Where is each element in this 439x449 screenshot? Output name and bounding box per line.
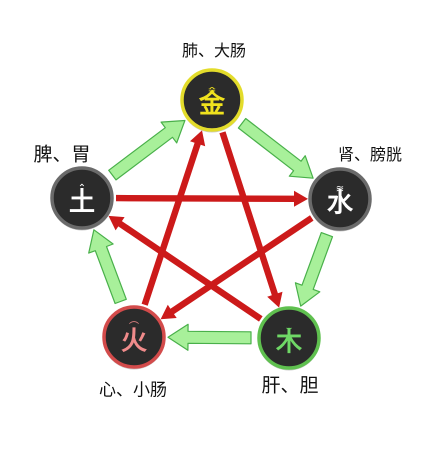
controlling-cycle	[108, 130, 314, 322]
organ-label-metal: 肺、大肠	[181, 41, 247, 60]
node-circle-earth	[50, 166, 114, 230]
generating-arrow-fire-earth	[88, 229, 127, 305]
node-circle-fire	[102, 305, 166, 369]
controlling-arrow-water-fire	[160, 215, 314, 320]
node-mark-earth: ⌃	[78, 183, 86, 194]
organ-label-fire: 心、小肠	[99, 380, 167, 401]
controlling-arrow-metal-wood	[219, 131, 283, 308]
generating-arrow-metal-water	[237, 117, 314, 179]
node-mark-water: ≋	[336, 184, 344, 195]
node-glyph-metal: 金	[198, 89, 226, 120]
element-node-fire: ⌒火	[102, 305, 166, 370]
organ-label-wood: 肝、胆	[261, 374, 319, 397]
controlling-arrow-earth-water	[116, 190, 308, 207]
element-nodes: ≏金 ≋水 ⌣木 ⌒火 ⌃土	[50, 68, 372, 371]
element-node-water: ≋水	[308, 167, 372, 232]
element-node-metal: ≏金	[180, 68, 244, 133]
organ-label-earth: 脾、胃	[33, 143, 91, 166]
node-glyph-fire: 火	[121, 327, 147, 357]
node-glyph-earth: 土	[69, 188, 95, 218]
node-circle-metal	[180, 68, 244, 132]
node-mark-fire: ⌒	[129, 321, 139, 333]
controlling-arrow-fire-metal	[141, 130, 206, 306]
element-node-wood: ⌣木	[257, 306, 321, 371]
element-node-earth: ⌃土	[50, 166, 114, 231]
generating-cycle	[88, 117, 334, 351]
node-circle-water	[308, 167, 372, 231]
node-circle-wood	[257, 306, 321, 370]
generating-arrow-wood-fire	[167, 323, 252, 351]
organ-label-water: 肾、膀胱	[337, 145, 403, 164]
node-glyph-water: 水	[327, 189, 354, 219]
controlling-arrow-wood-earth	[108, 215, 263, 322]
node-glyph-wood: 木	[275, 328, 302, 358]
node-mark-metal: ≏	[208, 85, 216, 96]
generating-arrow-earth-metal	[108, 119, 186, 181]
node-mark-wood: ⌣	[286, 323, 293, 334]
generating-arrow-water-wood	[294, 232, 334, 307]
